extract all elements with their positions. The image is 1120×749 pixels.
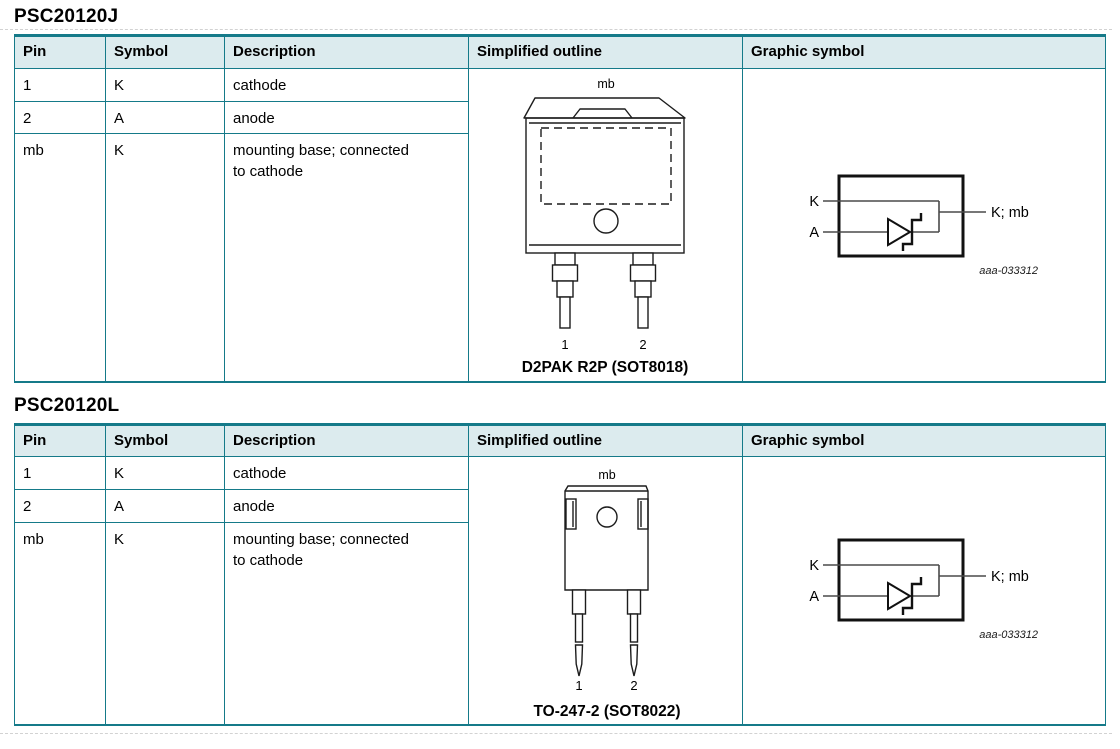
- table-row: 1 K cathode mb: [14, 456, 1106, 725]
- description-cell: anode: [224, 489, 469, 523]
- column-header-symbol: Symbol: [105, 35, 225, 69]
- table-row: mb K mounting base; connected to cathode: [15, 522, 1106, 725]
- description-cell: mounting base; connected to cathode: [224, 522, 469, 725]
- drawing-ref: aaa-033312: [979, 265, 1038, 277]
- outline-cell: mb 1: [468, 68, 743, 382]
- pinning-table-psc20120l: Pin Symbol Description Simplified outlin…: [14, 423, 1106, 726]
- section-title: PSC20120J: [14, 6, 119, 27]
- header-row: Pin Symbol Description Simplified outlin…: [14, 35, 1106, 69]
- anode-label: A: [809, 225, 819, 241]
- drawing-ref: aaa-033312: [979, 629, 1038, 641]
- graphic-symbol-cell: K A K; mb aaa-033312: [742, 456, 1106, 725]
- pin-cell: 2: [14, 101, 106, 134]
- lead-1: [551, 252, 579, 329]
- table-row: 1 K cathode mb: [14, 68, 1106, 382]
- cathode-label: K: [809, 194, 819, 210]
- symbol-cell: K: [105, 456, 225, 490]
- column-header-symbol: Symbol: [105, 424, 225, 457]
- pin-cell: 2: [14, 489, 106, 523]
- table-row: mb K mounting base; connected to cathode: [15, 133, 1106, 382]
- mb-label: mb: [597, 77, 614, 91]
- description-cell: cathode: [224, 456, 469, 490]
- description-cell: anode: [224, 101, 469, 134]
- symbol-cell: K: [105, 68, 225, 102]
- package-caption: D2PAK R2P (SOT8018): [522, 359, 689, 376]
- symbol-cell: K: [105, 133, 225, 382]
- symbol-cell: A: [105, 489, 225, 523]
- page-artifact-line: [0, 733, 1112, 734]
- column-header-pin: Pin: [14, 35, 106, 69]
- output-label: K; mb: [991, 569, 1029, 585]
- pin1-label: 1: [575, 678, 582, 693]
- column-header-outline: Simplified outline: [468, 424, 743, 457]
- diode-symbol-drawing: K A K; mb aaa-033312: [809, 174, 1038, 277]
- symbol-cell: A: [105, 101, 225, 134]
- column-header-pin: Pin: [14, 424, 106, 457]
- section-title: PSC20120L: [14, 395, 120, 416]
- column-header-graphic: Graphic symbol: [742, 35, 1106, 69]
- outline-cell: mb: [468, 456, 743, 725]
- package-caption: TO-247-2 (SOT8022): [533, 703, 680, 720]
- lead-2: [626, 589, 642, 677]
- table-row: 2 A anode: [14, 101, 1106, 134]
- pinning-table-psc20120j: Pin Symbol Description Simplified outlin…: [14, 34, 1106, 383]
- pin-cell: mb: [23, 142, 44, 159]
- page-artifact-line: [0, 29, 1112, 30]
- description-text: mounting base; connected to cathode: [233, 142, 409, 180]
- pin2-label: 2: [630, 678, 637, 693]
- pin-cell: 1: [14, 68, 106, 102]
- graphic-symbol-cell: K A K; mb aaa-033312: [742, 68, 1106, 382]
- side-notch-right: [637, 498, 649, 530]
- pin-cell: 1: [14, 456, 106, 490]
- lead-2: [629, 252, 657, 329]
- header-row: Pin Symbol Description Simplified outlin…: [14, 424, 1106, 457]
- package-drawing-to247: mb: [533, 468, 680, 720]
- side-notch-left: [565, 498, 577, 530]
- column-header-outline: Simplified outline: [468, 35, 743, 69]
- cathode-label: K: [809, 558, 819, 574]
- lead-1: [571, 589, 587, 677]
- description-cell: cathode: [224, 68, 469, 102]
- anode-label: A: [809, 589, 819, 605]
- pin2-label: 2: [639, 337, 646, 352]
- description-cell: mounting base; connected to cathode: [224, 133, 469, 382]
- pin1-label: 1: [561, 337, 568, 352]
- table-row: 2 A anode: [14, 489, 1106, 523]
- column-header-description: Description: [224, 35, 469, 69]
- column-header-description: Description: [224, 424, 469, 457]
- mb-label: mb: [598, 468, 615, 482]
- package-drawing-d2pak: mb 1: [522, 77, 689, 376]
- diode-symbol-drawing: K A K; mb aaa-033312: [809, 538, 1038, 641]
- symbol-cell: K: [105, 522, 225, 725]
- pin-cell: mb: [23, 531, 44, 548]
- column-header-graphic: Graphic symbol: [742, 424, 1106, 457]
- description-text: mounting base; connected to cathode: [233, 531, 409, 569]
- output-label: K; mb: [991, 205, 1029, 221]
